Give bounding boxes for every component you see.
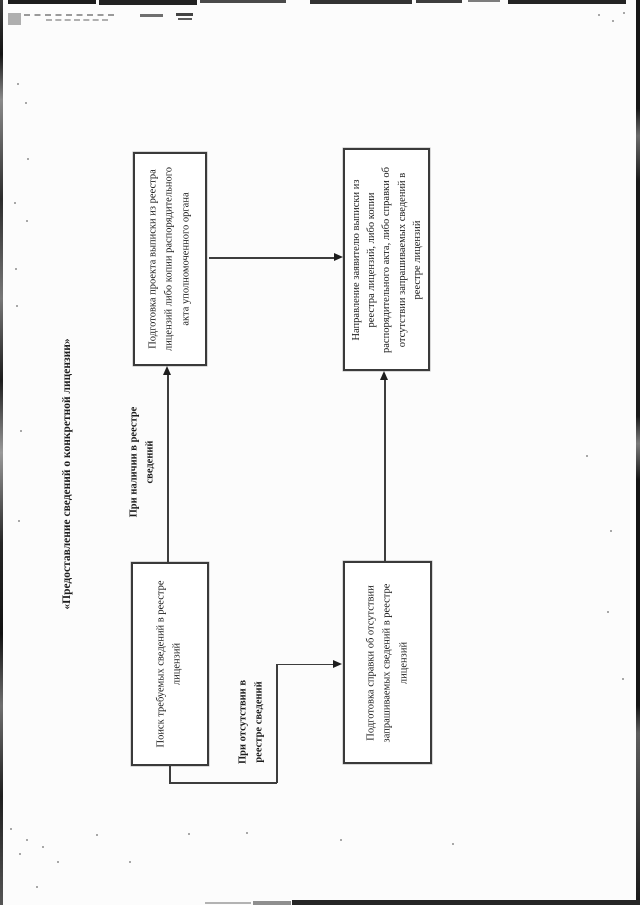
scan-artifact xyxy=(46,19,108,21)
scan-artifact xyxy=(205,902,251,904)
scan-speckle xyxy=(129,861,131,863)
scan-speckle xyxy=(246,832,248,834)
scan-artifact xyxy=(508,0,626,4)
scan-speckle xyxy=(14,202,16,204)
scan-speckle xyxy=(26,220,28,222)
scan-artifact xyxy=(140,14,163,17)
arrowhead-up-icon xyxy=(163,366,171,375)
edge-label-if-absent: При отсутствии в реестре сведений xyxy=(232,660,272,784)
scan-speckle xyxy=(188,833,190,835)
scan-speckle xyxy=(27,158,29,160)
flow-box-prepare-absence-certificate-label: Подготовка справки об отсутствии запраши… xyxy=(365,583,409,742)
flow-box-send-to-applicant: Направление заявителю выписки из реестра… xyxy=(343,148,430,371)
scan-artifact xyxy=(200,0,286,3)
scan-speckle xyxy=(25,102,27,104)
scan-artifact xyxy=(292,900,640,905)
scan-artifact xyxy=(416,0,462,3)
scan-artifact xyxy=(99,0,197,5)
scan-speckle xyxy=(340,839,342,841)
scan-artifact xyxy=(636,0,640,905)
flow-box-search-registry-label: Поиск требуемых сведений в реестре лицен… xyxy=(155,580,183,748)
scan-speckle xyxy=(598,14,600,16)
edge-label-if-absent-text: При отсутствии в реестре сведений xyxy=(237,679,265,765)
scan-speckle xyxy=(17,83,19,85)
arrowhead-up-icon xyxy=(380,371,388,380)
connector-certificate-to-send xyxy=(384,380,386,561)
scan-artifact xyxy=(178,18,192,20)
scan-speckle xyxy=(42,846,44,848)
flow-box-prepare-extract: Подготовка проекта выписки из реестра ли… xyxy=(133,152,207,366)
connector-search-to-certificate xyxy=(169,764,171,783)
arrowhead-right-icon xyxy=(334,253,343,261)
flow-box-prepare-absence-certificate: Подготовка справки об отсутствии запраши… xyxy=(343,561,432,764)
scan-speckle xyxy=(607,611,609,613)
flow-box-prepare-extract-label: Подготовка проекта выписки из реестра ли… xyxy=(147,166,192,352)
connector-search-to-extract xyxy=(167,375,169,562)
diagram-title: «Предоставление сведений о конкретной ли… xyxy=(50,306,86,642)
edge-label-if-present-text: При наличии в реестре сведений xyxy=(128,406,156,518)
scan-artifact xyxy=(24,14,114,16)
scan-speckle xyxy=(18,520,20,522)
arrowhead-right-icon xyxy=(333,659,342,668)
scan-speckle xyxy=(15,268,17,270)
scan-artifact xyxy=(253,901,291,905)
flow-box-send-to-applicant-label: Направление заявителю выписки из реестра… xyxy=(350,166,423,353)
scan-artifact xyxy=(0,0,3,905)
scan-speckle xyxy=(20,430,22,432)
scan-speckle xyxy=(452,843,454,845)
scan-artifact xyxy=(8,13,21,25)
scan-speckle xyxy=(586,455,588,457)
scan-speckle xyxy=(36,886,38,888)
scan-speckle xyxy=(610,530,612,532)
scan-speckle xyxy=(96,834,98,836)
connector-search-to-certificate xyxy=(277,663,334,665)
scan-artifact xyxy=(176,13,193,16)
scan-artifact xyxy=(468,0,500,2)
scan-speckle xyxy=(26,839,28,841)
connector-search-to-certificate xyxy=(276,664,278,783)
scan-speckle xyxy=(19,853,21,855)
scan-speckle xyxy=(16,305,18,307)
scan-speckle xyxy=(612,20,614,22)
scan-artifact xyxy=(8,0,96,4)
connector-search-to-certificate xyxy=(169,782,277,784)
flow-box-search-registry: Поиск требуемых сведений в реестре лицен… xyxy=(131,562,209,766)
edge-label-if-present: При наличии в реестре сведений xyxy=(122,398,164,526)
scan-speckle xyxy=(10,828,12,830)
scan-speckle xyxy=(57,861,59,863)
diagram-title-text: «Предоставление сведений о конкретной ли… xyxy=(61,338,74,610)
scan-artifact xyxy=(310,0,412,4)
scan-speckle xyxy=(623,12,625,14)
scan-speckle xyxy=(622,678,624,680)
connector-extract-to-send xyxy=(209,257,336,259)
